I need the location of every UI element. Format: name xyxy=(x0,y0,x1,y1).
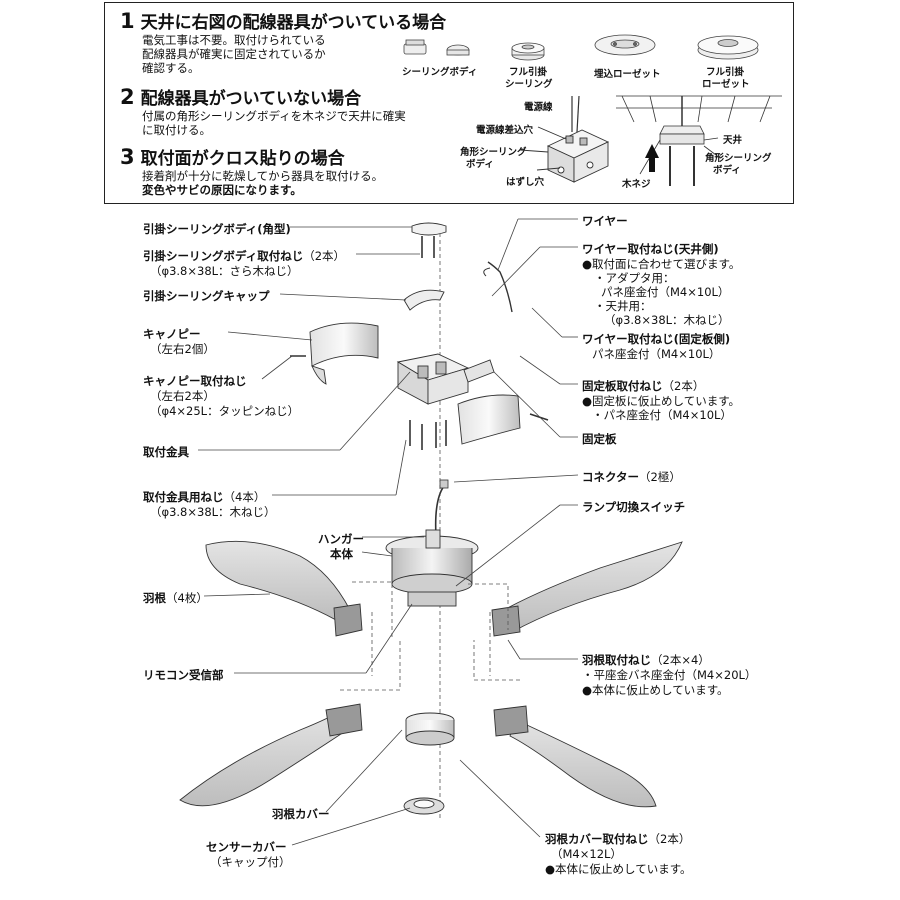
hook-ceiling-cap xyxy=(403,289,445,311)
label-ceiling: 天井 xyxy=(723,135,743,146)
label-connector: コネクター（2極） xyxy=(582,470,681,484)
label-hook-body: 引掛シーリングボディ(角型) xyxy=(143,222,291,236)
label-blade-screw-note: ●本体に仮止めしています。 xyxy=(582,683,729,697)
blade-cover xyxy=(405,712,455,746)
sensor-cover xyxy=(403,797,445,815)
embedded-rosette-icon xyxy=(594,34,656,56)
label-main-body: 本体 xyxy=(330,547,353,561)
blade-upper-left xyxy=(205,540,363,637)
label-blade-screw: 羽根取付ねじ（2本×4） xyxy=(582,653,710,667)
label-plate: 固定板 xyxy=(582,432,617,446)
section-1-line: 配線器具が確実に固定されているか xyxy=(142,47,326,61)
leader-lines xyxy=(198,218,579,846)
label-full-hook-rosette: ローゼット xyxy=(702,79,750,90)
label-hook-body-screw-spec: （φ3.8×38L：さら木ねじ） xyxy=(150,264,299,278)
section-3-line: 接着剤が十分に乾燥してから器具を取付ける。 xyxy=(142,169,384,183)
mounting-bracket xyxy=(396,353,470,405)
label-hook-cap: 引掛シーリングキャップ xyxy=(143,289,270,303)
label-canopy-screw: キャノピー取付ねじ xyxy=(143,374,247,388)
label-ceiling-body: シーリングボディ xyxy=(402,67,478,78)
label-square-body-right: ボディ xyxy=(713,165,741,176)
ceiling-mount-wiring-icon xyxy=(616,95,782,186)
label-remote-receiver: リモコン受信部 xyxy=(143,668,224,682)
label-blades: 羽根（4枚） xyxy=(143,591,208,605)
label-wire: ワイヤー xyxy=(582,214,628,228)
label-cover-screw-note: ●本体に仮止めしています。 xyxy=(545,862,692,876)
full-hook-ceiling-icon xyxy=(511,42,545,61)
section-2-line: に取付ける。 xyxy=(142,123,211,137)
label-wire-screw-ceiling-note: （φ3.8×38L：木ねじ） xyxy=(604,313,730,327)
square-body-wiring-icon xyxy=(519,95,610,183)
up-arrow-icon xyxy=(645,144,659,172)
label-bracket: 取付金具 xyxy=(143,445,189,459)
label-canopy: キャノピー xyxy=(143,327,201,341)
blade-guides xyxy=(340,581,520,691)
label-full-hook-ceiling: シーリング xyxy=(505,79,553,90)
label-plate-screw-note: ●固定板に仮止めしています。 xyxy=(582,394,741,408)
label-embedded-rosette: 埋込ローゼット xyxy=(594,69,661,80)
canopy-left xyxy=(290,322,379,385)
label-wire-screw-plate: ワイヤー取付ねじ(固定板側) xyxy=(582,332,731,346)
label-canopy-screw-qty: （左右2本） xyxy=(150,389,215,403)
label-wire-screw-ceiling: ワイヤー取付ねじ(天井側) xyxy=(582,242,719,256)
label-wire-screw-ceiling-note: ・天井用： xyxy=(594,299,652,313)
canopy-right xyxy=(457,394,549,445)
label-knockout-hole: はずし穴 xyxy=(506,177,545,188)
label-sensor-cover: センサーカバー xyxy=(206,840,287,854)
section-1-line: 電気工事は不要。取付けられている xyxy=(142,33,326,47)
label-square-body-right: 角形シーリング xyxy=(705,153,772,164)
motor-body xyxy=(385,529,479,607)
label-hanger: ハンガー xyxy=(318,532,364,546)
label-power-wire-hole: 電源線差込穴 xyxy=(476,125,534,136)
label-plate-screw: 固定板取付ねじ（2本） xyxy=(582,379,705,393)
label-plate-screw-note: ・パネ座金付（M4×10L） xyxy=(592,408,732,422)
label-blade-cover: 羽根カバー xyxy=(272,807,330,821)
label-canopy-qty: （左右2個） xyxy=(150,342,215,356)
label-square-body: 角形シーリング xyxy=(460,147,527,158)
label-wire-screw-ceiling-note: ・アダプタ用： xyxy=(594,271,675,285)
label-sensor-cover-note: （キャップ付） xyxy=(210,855,291,869)
safety-wire xyxy=(487,261,513,313)
section-1-line: 確認する。 xyxy=(142,61,200,75)
label-hook-body-screw: 引掛シーリングボディ取付ねじ（2本） xyxy=(143,249,346,263)
ceiling-body-icon xyxy=(403,39,470,56)
fixed-plate xyxy=(463,359,495,383)
label-bracket-screw: 取付金具用ねじ（4本） xyxy=(143,490,266,504)
hook-ceiling-body xyxy=(411,222,447,258)
label-power-wire: 電源線 xyxy=(524,102,553,113)
label-cover-screw: 羽根カバー取付ねじ（2本） xyxy=(545,832,691,846)
label-cover-screw-spec: （M4×12L） xyxy=(551,847,622,861)
instruction-box xyxy=(104,2,794,204)
label-blade-screw-note: ・平座金バネ座金付（M4×20L） xyxy=(582,668,757,682)
section-3-warning: 変色やサビの原因になります。 xyxy=(142,183,302,197)
label-full-hook-ceiling: フル引掛 xyxy=(509,67,548,78)
section-2-line: 付属の角形シーリングボディを木ネジで天井に確実 xyxy=(142,109,406,123)
label-canopy-screw-spec: （φ4×25L：タッピンねじ） xyxy=(150,404,300,418)
label-full-hook-rosette: フル引掛 xyxy=(706,67,745,78)
label-wire-screw-plate-spec: パネ座金付（M4×10L） xyxy=(592,347,721,361)
blade-lower-right xyxy=(493,705,657,808)
label-lamp-switch: ランプ切換スイッチ xyxy=(582,500,686,514)
label-wood-screw: 木ネジ xyxy=(622,179,651,190)
bracket-screws xyxy=(409,420,447,450)
blade-lower-left xyxy=(179,703,363,807)
label-wire-screw-ceiling-note: ●取付面に合わせて選びます。 xyxy=(582,257,741,271)
label-bracket-screw-spec: （φ3.8×38L：木ねじ） xyxy=(150,505,276,519)
label-wire-screw-ceiling-note: パネ座金付（M4×10L） xyxy=(601,285,730,299)
label-square-body: ボディ xyxy=(466,159,494,170)
full-hook-rosette-icon xyxy=(697,35,759,60)
blade-upper-right xyxy=(491,541,683,637)
